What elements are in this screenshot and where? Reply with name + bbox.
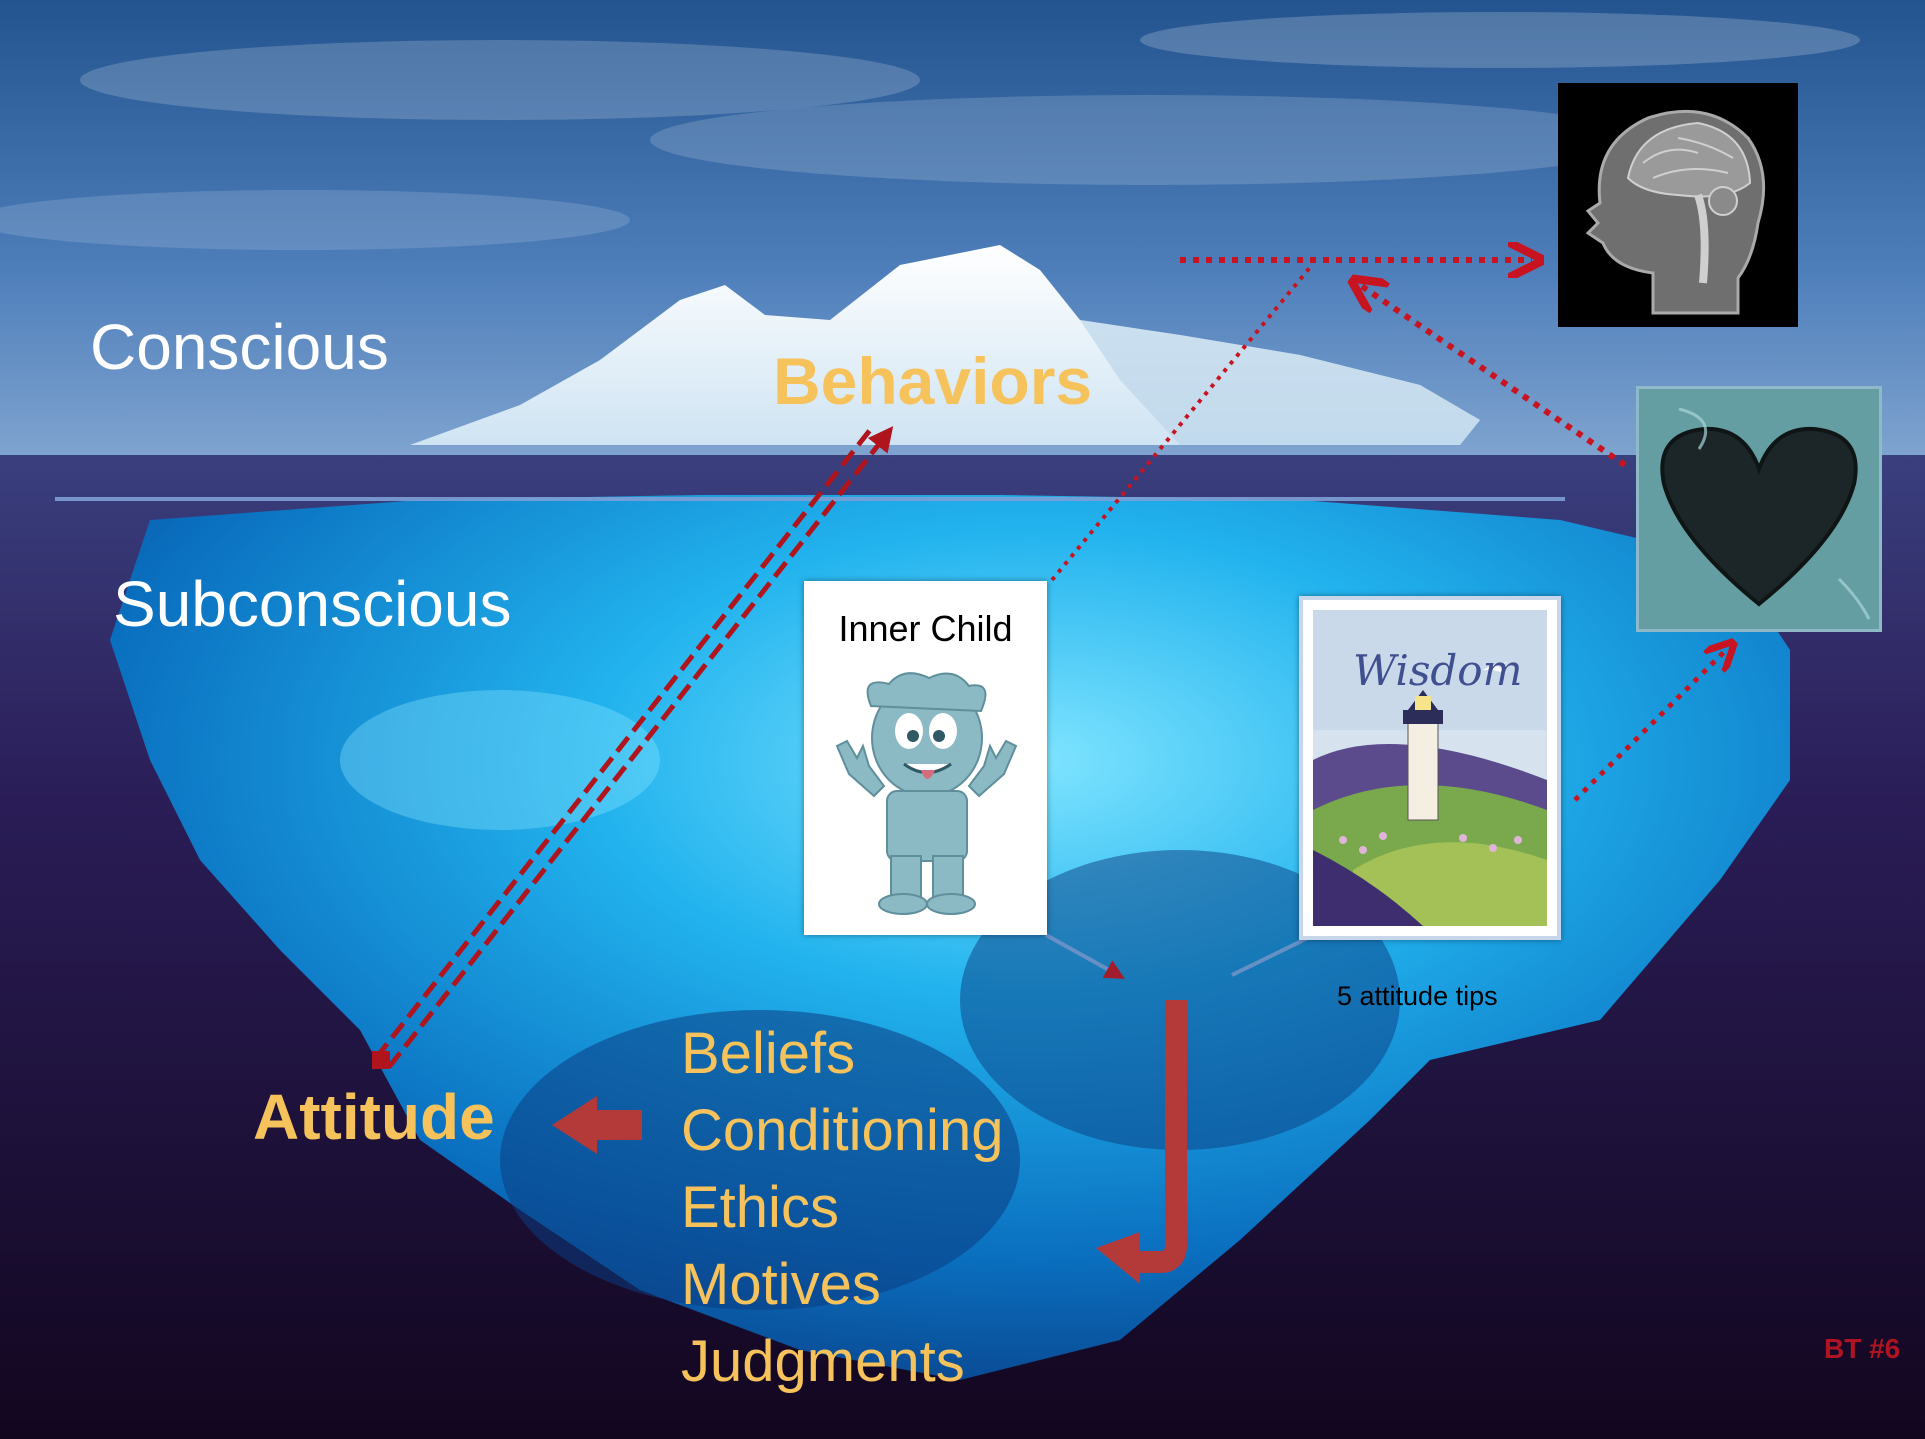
attitude-tips-label: 5 attitude tips (1337, 981, 1498, 1011)
attitude-label: Attitude (253, 1081, 495, 1153)
behaviors-label: Behaviors (773, 344, 1093, 418)
cartoon-child-icon (835, 672, 1018, 915)
inner-child-card: Inner Child (804, 581, 1047, 935)
wisdom-card: Wisdom (1299, 596, 1561, 940)
head-xray-icon (1558, 83, 1798, 327)
factor-judgments: Judgments (681, 1329, 965, 1394)
wisdom-script-text: Wisdom (1353, 646, 1522, 695)
subconscious-label: Subconscious (113, 568, 512, 640)
conscious-label: Conscious (90, 311, 389, 383)
factor-motives: Motives (681, 1252, 881, 1317)
slide-badge: BT #6 (1824, 1333, 1901, 1364)
lighthouse-icon: Wisdom (1313, 610, 1547, 926)
factor-beliefs: Beliefs (681, 1021, 856, 1086)
head-xray-image (1558, 83, 1798, 327)
black-heart-icon (1639, 389, 1879, 629)
factors-list: Beliefs Conditioning Ethics Motives Judg… (681, 1015, 1003, 1400)
factor-ethics: Ethics (681, 1175, 839, 1240)
heart-image (1636, 386, 1882, 632)
inner-child-title: Inner Child (838, 608, 1013, 649)
factor-conditioning: Conditioning (681, 1098, 1004, 1163)
